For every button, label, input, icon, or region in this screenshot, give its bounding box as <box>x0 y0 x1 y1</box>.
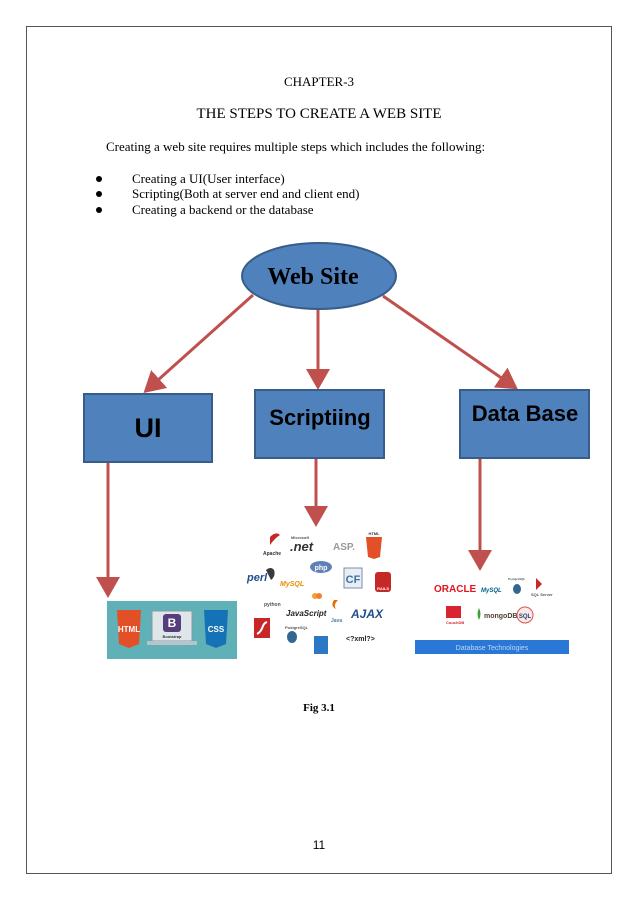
bootstrap-icon <box>163 614 181 632</box>
postgresql-logo-text: PostgreSQL <box>285 625 309 630</box>
cf-logo-text: CF <box>346 574 361 586</box>
ui-node: UI <box>83 393 213 463</box>
css-logo-text: CSS <box>208 625 225 634</box>
couchdb-logo-text: CouchDB <box>446 620 464 625</box>
perl-logo-text: perl <box>246 572 268 584</box>
chapter-heading: THE STEPS TO CREATE A WEB SITE <box>196 106 442 122</box>
html-logo-text: HTML <box>118 625 140 634</box>
rails-logo-text: RAILS <box>377 586 389 591</box>
apache-feather-icon <box>270 533 280 545</box>
database-banner <box>415 640 569 654</box>
html5-icon <box>366 537 382 559</box>
apache-logo-text: Apache <box>263 551 281 557</box>
database-banner-text: Database Technologies <box>456 645 529 652</box>
coldfusion-icon <box>343 567 363 589</box>
arrow-website-to-database <box>382 294 518 390</box>
diagram-arrows <box>96 293 518 598</box>
bullet-text: Creating a backend or the database <box>132 202 314 217</box>
phpstorm-icon <box>314 636 328 654</box>
python-logo-text: python <box>264 602 281 608</box>
mongodb-leaf-icon <box>477 608 481 620</box>
database-technologies-image: ORACLE MySQL PostgreSQL SQL Server Couch… <box>415 574 569 654</box>
postgresql-db-logo-text: PostgreSQL <box>508 577 526 581</box>
sql-logo-text: SQL <box>519 614 532 620</box>
website-node-label: Web Site <box>267 264 359 290</box>
sqlserver-icon <box>536 578 542 590</box>
website-node: Web Site <box>241 242 397 310</box>
page-border <box>26 26 612 874</box>
database-node-label: Data Base <box>472 401 578 426</box>
bullet-dot-icon <box>96 207 102 214</box>
couchdb-icon <box>446 606 461 618</box>
camel-icon <box>266 568 275 580</box>
xml-logo-text: <?xml?> <box>346 636 375 643</box>
dotnet-logo-text: .net <box>290 539 314 554</box>
bullet-item: Scripting(Both at server end and client … <box>96 186 359 202</box>
php-icon <box>310 561 332 573</box>
ajax-logo-text: AJAX <box>350 607 384 621</box>
postgresql-icon <box>287 631 297 643</box>
page-number: 11 <box>312 838 326 852</box>
java-logo-text: Java <box>331 618 342 624</box>
scripting-technologies-image: Apache Microsoft .net ASP. HTML perl MyS… <box>246 531 391 654</box>
bullet-dot-icon <box>96 176 102 183</box>
bullet-text: Creating a UI(User interface) <box>132 171 285 186</box>
ui-node-label: UI <box>135 413 162 443</box>
mysql-logo-text: MySQL <box>280 581 304 588</box>
mongodb-logo-text: mongoDB <box>484 613 517 620</box>
html5-logo-text: HTML <box>368 531 380 536</box>
html5-icon <box>117 610 141 648</box>
mysql-db-logo-text: MySQL <box>481 588 502 594</box>
sqlserver-logo-text: SQL Server <box>531 592 553 597</box>
sql-icon <box>516 606 534 624</box>
scripting-node-label: Scriptiing <box>269 405 370 430</box>
bullet-item: Creating a backend or the database <box>96 202 314 218</box>
javascript-logo-text: JavaScript <box>286 609 327 618</box>
chapter-label: CHAPTER-3 <box>283 74 355 89</box>
css3-icon <box>204 610 228 648</box>
figure-caption: Fig 3.1 <box>303 702 335 714</box>
postgresql-db-icon <box>513 584 521 594</box>
bullet-text: Scripting(Both at server end and client … <box>132 186 360 201</box>
ui-technologies-image: HTML B Bootstrap CSS <box>107 601 237 659</box>
asp-logo-text: ASP. <box>333 542 355 553</box>
microsoft-logo-text: Microsoft <box>291 535 310 540</box>
oracle-logo-text: ORACLE <box>434 584 477 595</box>
intro-paragraph: Creating a web site requires multiple st… <box>106 139 486 154</box>
bootstrap-logo-text: B <box>168 616 177 630</box>
scripting-node: Scriptiing <box>254 389 385 459</box>
arrow-website-to-ui <box>143 293 255 394</box>
database-node: Data Base <box>459 389 590 459</box>
bullet-dot-icon <box>96 191 102 198</box>
rails-icon <box>375 572 391 592</box>
bullet-item: Creating a UI(User interface) <box>96 171 285 187</box>
php-logo-text: php <box>315 565 328 572</box>
bootstrap-caption: Bootstrap <box>163 634 182 639</box>
java-cup-icon <box>332 600 338 609</box>
